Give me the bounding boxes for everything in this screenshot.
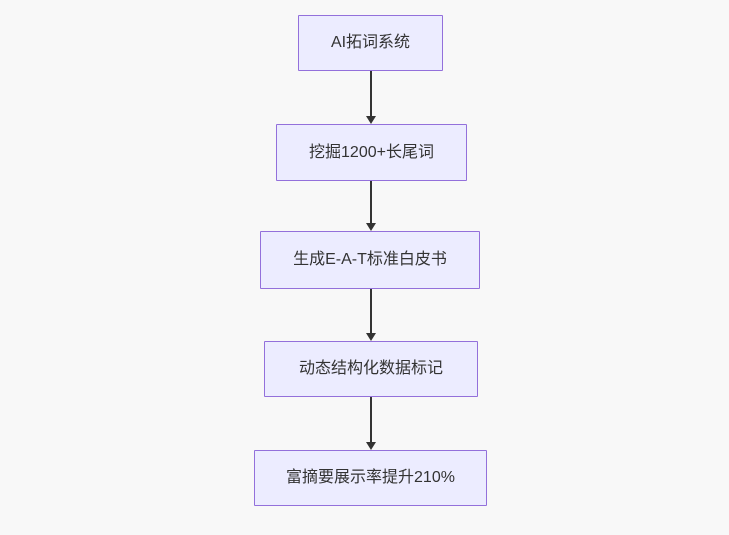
flow-node-label: 动态结构化数据标记 [298,360,443,377]
arrow-line [370,289,372,335]
arrow-line [370,71,372,118]
arrowhead-down-icon [366,116,376,124]
arrow-line [370,397,372,444]
arrow-line [370,181,372,225]
flow-node-label: 富摘要展示率提升210% [286,469,455,486]
flow-node-label: 挖掘1200+长尾词 [309,143,434,161]
flow-arrow-c-to-d [365,289,377,341]
flow-node-label: 生成E-A-T标准白皮书 [293,251,447,268]
flow-arrow-a-to-b [365,71,377,124]
flow-node-structured-data-markup: 动态结构化数据标记 [264,341,478,397]
arrowhead-down-icon [366,442,376,450]
flow-node-rich-snippet-result: 富摘要展示率提升210% [254,450,487,506]
flow-node-ai-keyword-system: AI拓词系统 [298,15,443,71]
flow-node-eat-whitepaper: 生成E-A-T标准白皮书 [260,231,480,289]
flow-arrow-b-to-c [365,181,377,231]
arrowhead-down-icon [366,223,376,231]
flow-arrow-d-to-e [365,397,377,450]
flow-node-label: AI拓词系统 [330,34,411,51]
flow-node-longtail-mining: 挖掘1200+长尾词 [276,124,467,181]
arrowhead-down-icon [366,333,376,341]
